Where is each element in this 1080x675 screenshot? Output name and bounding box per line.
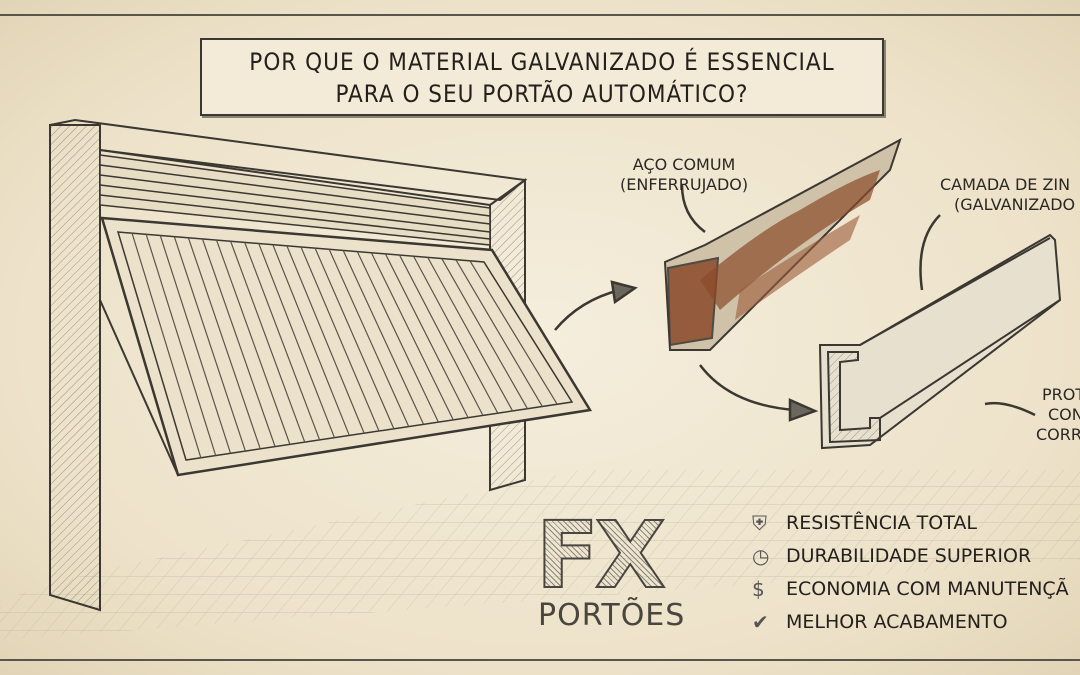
label-zinc-layer: CAMADA DE ZIN (GALVANIZADO: [940, 175, 1075, 215]
label-line: CAMADA DE ZIN: [940, 175, 1071, 194]
galvanized-steel-profile: [818, 233, 1062, 450]
gate-slat: [159, 235, 232, 454]
label-corrosion-protection: PROTEÇ CONTR CORROS: [1030, 385, 1080, 445]
title-line-1: POR QUE O MATERIAL GALVANIZADO É ESSENCI…: [249, 48, 835, 76]
page-frame: [0, 14, 1080, 661]
gate-slat: [258, 243, 336, 438]
feature-item: $ ECONOMIA COM MANUTENÇÃ: [752, 572, 1069, 605]
gate-slat: [370, 252, 454, 421]
rusted-steel-profile: [663, 137, 902, 351]
checkmark-icon: ✔: [752, 609, 769, 634]
gate-slat: [272, 244, 350, 436]
feature-item: ✔ MELHOR ACABAMENTO: [752, 605, 1069, 638]
gate-slat: [455, 259, 543, 407]
hand-coin-icon: $: [752, 576, 765, 601]
arrows: [554, 184, 1036, 422]
shield-check-icon: ⛨: [752, 510, 767, 535]
gate-slat: [356, 251, 439, 423]
gate-slats: [131, 232, 558, 458]
gate-slat: [328, 249, 410, 427]
gate-slat: [427, 257, 514, 412]
gate-slat: [187, 237, 261, 450]
title-banner: POR QUE O MATERIAL GALVANIZADO É ESSENCI…: [200, 38, 884, 116]
title-line-2: PARA O SEU PORTÃO AUTOMÁTICO?: [335, 80, 749, 108]
tilting-gate: [100, 216, 593, 477]
label-line: (ENFERRUJADO): [620, 175, 749, 194]
label-line: AÇO COMUM: [632, 155, 736, 174]
gate-slat: [399, 254, 484, 416]
gate-slat: [173, 236, 246, 452]
gate-slat: [230, 241, 306, 443]
gate-slat: [384, 253, 469, 418]
gate-slat: [215, 239, 291, 445]
gate-slat: [342, 250, 425, 425]
feature-list: ⛨ RESISTÊNCIA TOTAL ◷ DURABILIDADE SUPERIO…: [752, 506, 1069, 638]
gate-slat: [286, 245, 365, 434]
logo-mark: FX: [535, 502, 667, 609]
gate-slat: [441, 258, 528, 409]
clock-icon: ◷: [752, 543, 770, 568]
gate-slat: [413, 255, 499, 414]
feature-item: ⛨ RESISTÊNCIA TOTAL: [752, 506, 1069, 539]
gate-header: [99, 154, 491, 246]
logo-name: PORTÕES: [538, 598, 686, 633]
gate-slat: [145, 234, 217, 456]
gate-slat: [131, 232, 202, 458]
gate-slat: [314, 247, 395, 430]
feature-text: RESISTÊNCIA TOTAL: [786, 511, 977, 534]
feature-text: MELHOR ACABAMENTO: [786, 610, 1008, 633]
gate-slat: [469, 260, 558, 405]
feature-text: ECONOMIA COM MANUTENÇÃ: [786, 577, 1069, 600]
feature-text: DURABILIDADE SUPERIOR: [786, 544, 1032, 567]
gate-slat: [201, 238, 276, 447]
label-line: (GALVANIZADO: [954, 195, 1076, 214]
label-line: CORROS: [1036, 425, 1080, 444]
garage-floor: [0, 470, 1080, 640]
gate-slat: [244, 242, 321, 441]
feature-item: ◷ DURABILIDADE SUPERIOR: [752, 539, 1069, 572]
label-rusted-steel: AÇO COMUM (ENFERRUJADO): [620, 155, 748, 195]
gate-slat: [300, 246, 380, 432]
label-line: PROTEÇ: [1042, 385, 1080, 404]
label-line: CONTR: [1048, 405, 1080, 424]
